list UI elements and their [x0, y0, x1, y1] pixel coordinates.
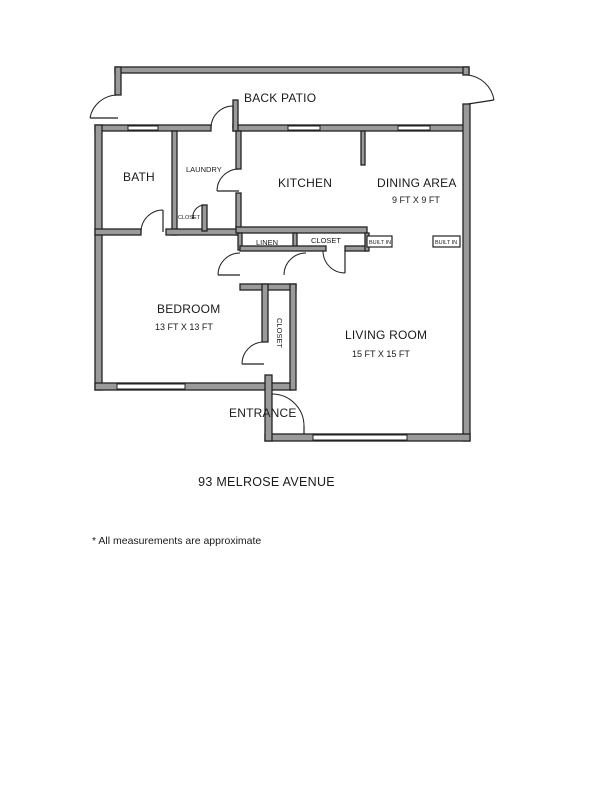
patio-top-wall	[114, 66, 470, 74]
living-room-size: 15 FT X 15 FT	[352, 349, 410, 359]
windows	[116, 125, 431, 441]
room-labels: BACK PATIO BATH LAUNDRY KITCHEN DINING A…	[123, 91, 457, 420]
linen-label: LINEN	[256, 238, 278, 247]
patio-window-center	[287, 125, 321, 131]
hall-bedroom-door-icon	[217, 252, 241, 276]
left-exterior-wall	[94, 124, 103, 391]
dining-area-label: DINING AREA	[377, 176, 457, 190]
bedroom-closet-right-wall	[289, 283, 297, 391]
dining-area-size: 9 FT X 9 FT	[392, 195, 440, 205]
patio-left-door-icon	[89, 94, 119, 119]
patio-left-wall	[114, 66, 122, 96]
builtin-left-box	[366, 235, 393, 248]
kitchen-label: KITCHEN	[278, 176, 332, 190]
right-exterior-wall	[462, 103, 471, 442]
living-window	[312, 434, 408, 441]
address-caption: 93 MELROSE AVENUE	[198, 475, 335, 489]
small-closet-label: CLOSET	[178, 215, 201, 221]
kitchen-dining-wall	[360, 130, 366, 166]
builtin-left-label: BUILT IN	[369, 240, 391, 246]
bedroom-closet-left-wall	[261, 283, 269, 343]
living-room-label: LIVING ROOM	[345, 328, 427, 342]
kitchen-bottom-wall	[235, 226, 368, 234]
patio-window-right	[397, 125, 431, 131]
laundry-label: LAUNDRY	[186, 165, 222, 174]
patio-divider-wall	[232, 99, 239, 132]
patio-inner-door-icon	[210, 105, 234, 129]
doors	[89, 74, 495, 434]
bedroom-window	[116, 383, 186, 390]
entrance-door-icon	[271, 393, 305, 427]
bedroom-label: BEDROOM	[157, 302, 220, 316]
bath-label: BATH	[123, 170, 155, 184]
small-closet-wall	[201, 204, 208, 232]
small-closet-door-icon	[192, 204, 205, 220]
patio-window-left	[127, 125, 159, 131]
measurement-note: * All measurements are approximate	[92, 535, 262, 547]
bedroom-closet-door-icon	[241, 341, 265, 365]
bedroom-size: 13 FT X 13 FT	[155, 322, 213, 332]
bath-bottom-wall	[94, 228, 142, 236]
patio-right-door-icon	[467, 74, 495, 101]
hall-right-wall	[344, 245, 368, 252]
floor-plan: BACK PATIO BATH LAUNDRY KITCHEN DINING A…	[89, 66, 495, 442]
laundry-door-icon	[216, 168, 240, 192]
hall-closet-door-icon	[322, 250, 346, 274]
house-top-wall-right	[232, 124, 470, 132]
builtin-right-label: BUILT IN	[435, 240, 457, 246]
bedroom-closet-label: CLOSET	[275, 318, 284, 348]
bath-door-icon	[140, 209, 164, 233]
entrance-label: ENTRANCE	[229, 406, 297, 420]
bath-laundry-wall	[171, 130, 178, 236]
entrance-left-wall	[264, 374, 273, 442]
builtin-right-box	[432, 235, 461, 248]
laundry-kitchen-wall-upper	[235, 130, 242, 170]
back-patio-label: BACK PATIO	[244, 91, 316, 105]
hall-closet-label: CLOSET	[311, 236, 341, 245]
hall-linen-door-icon	[283, 252, 307, 276]
hall-top-wall	[239, 245, 327, 252]
patio-right-wall	[462, 66, 470, 76]
